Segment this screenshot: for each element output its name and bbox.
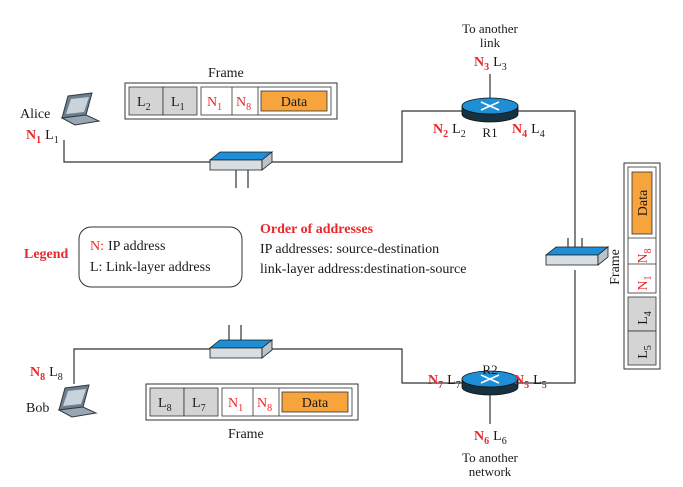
frame-bottom-data: Data [302,396,329,411]
order-line-1: IP addresses: source-destination [260,242,439,257]
link-switch3-bob [73,348,211,384]
frame-top-ip-dst: N8 [236,95,251,113]
alice-name: Alice [20,107,50,122]
frame-bottom-ip-dst: N8 [257,396,272,414]
frame-right-link-dst: L5 [636,345,654,359]
laptop-icon [60,92,101,126]
switch2-legs [567,238,583,248]
legend-title: Legend [24,247,69,262]
switch-2 [544,246,610,266]
switch-1 [208,151,274,171]
frame-right: Data N8 N1 L4 L5 [623,162,661,370]
order-title: Order of addresses [260,222,374,237]
frame-bottom-caption: Frame [228,427,264,442]
link-switch2-r2 [518,270,576,384]
frame-right-data: Data [636,189,651,216]
r2-bottom-caption-2: network [469,464,512,479]
router-arrows-icon [480,374,500,384]
frame-bottom: L8 L7 N1 N8 Data [145,383,359,421]
router-arrows-icon [480,101,500,111]
frame-right-link-src: L4 [636,311,654,325]
frame-bottom-link-src: L7 [192,396,206,414]
frame-top-data: Data [281,95,308,110]
frame-right-caption: Frame [608,249,623,285]
r1-name: R1 [482,125,497,140]
frame-bottom-link-dst: L8 [158,396,172,414]
switch1-legs [235,168,249,188]
router-r2 [461,370,519,396]
switch3-legs [228,325,242,341]
r1-top-caption-2: link [480,35,501,50]
r2-bottom-caption-1: To another [462,450,518,465]
link-r1-switch2 [518,110,576,248]
network-links [63,74,583,424]
r1-top-caption-1: To another [462,21,518,36]
frame-top-ip-src: N1 [207,95,222,113]
legend-box [78,226,243,288]
frame-top-caption: Frame [208,66,244,81]
frame-right-ip-dst: N8 [636,248,654,263]
frame-top-link-dst: L2 [137,95,151,113]
laptop-icon [57,384,98,418]
link-switch1-r1 [271,110,462,163]
frame-top-link-src: L1 [171,95,185,113]
router-r1 [461,97,519,123]
legend-ip-line: N:IP address [90,239,165,254]
r2-name: R2 [482,362,497,377]
bob-name: Bob [26,401,49,416]
link-alice-switch1 [63,140,211,163]
switch-3 [208,339,274,359]
legend-link-line: L: Link-layer address [90,260,211,275]
frame-right-ip-src: N1 [636,275,654,290]
frame-top: L2 L1 N1 N8 Data [124,82,338,120]
link-r2-switch3 [272,348,462,384]
frame-bottom-ip-src: N1 [228,396,243,414]
order-line-2: link-layer address:destination-source [260,262,466,277]
